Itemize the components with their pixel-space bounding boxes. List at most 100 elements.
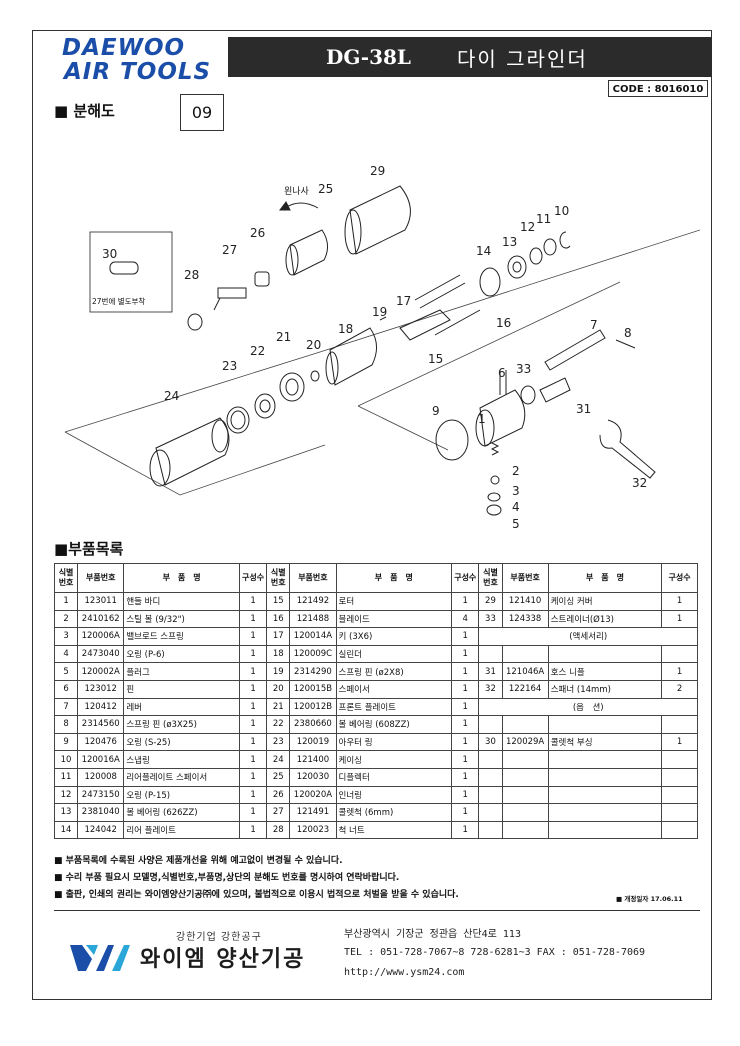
part-qty: 1 — [238, 750, 268, 769]
part-qty: 1 — [451, 662, 480, 681]
part-id: 3 — [53, 627, 79, 646]
column-header: 구성수 — [451, 563, 480, 593]
part-qty: 1 — [238, 644, 268, 664]
part-qty: 1 — [661, 662, 698, 681]
part-name: 밸브로드 스프링 — [123, 627, 240, 646]
part-callout: 17 — [396, 294, 412, 308]
part-id: 24 — [266, 750, 291, 769]
part-id: 16 — [266, 609, 291, 629]
part-id: 19 — [266, 662, 291, 681]
part-id: 30 — [478, 732, 503, 752]
part-qty: 1 — [451, 767, 480, 787]
part-name: 척 너트 — [335, 820, 453, 840]
part-name: 레버 — [123, 697, 240, 717]
part-name: 핀 — [123, 679, 240, 699]
part-callout: 33 — [516, 362, 532, 376]
part-callout: 23 — [222, 359, 238, 373]
part-name: 오링 (P-6) — [123, 644, 240, 664]
part-number — [501, 767, 549, 787]
product-code: CODE : 8016010 — [608, 80, 708, 97]
part-name: 리어플레이트 스페이서 — [123, 767, 240, 787]
part-id: 26 — [266, 785, 291, 805]
part-number: 2380660 — [289, 715, 337, 734]
part-callout: 16 — [496, 316, 512, 330]
part-qty: 1 — [451, 592, 480, 611]
part-id: 33 — [478, 609, 503, 629]
column-header: 구성수 — [238, 563, 268, 593]
part-id: 15 — [266, 592, 291, 611]
section-label: (옵 션) — [478, 697, 698, 717]
part-callout: 21 — [276, 330, 292, 344]
part-number: 121046A — [501, 662, 549, 681]
part-qty: 1 — [238, 679, 268, 699]
part-number: 120006A — [77, 627, 125, 646]
part-id: 29 — [478, 592, 503, 611]
note-2: ■ 수리 부품 필요시 모델명,식별번호,부품명,상단의 분해도 번호를 명시하… — [54, 873, 400, 883]
part-number: 2473150 — [77, 785, 125, 805]
parts-list-title: ■부품목록 — [54, 540, 124, 558]
part-qty — [661, 644, 698, 664]
rotation-label: 왼나사 — [284, 187, 309, 197]
notes: ■ 부품목록에 수록된 사양은 제품개선을 위해 예고없이 변경될 수 있습니다… — [54, 853, 459, 904]
part-callout: 2 — [512, 464, 520, 478]
part-id: 12 — [53, 785, 79, 805]
part-number: 120476 — [77, 732, 125, 752]
part-number: 2314560 — [77, 715, 125, 734]
part-qty — [661, 803, 698, 822]
part-callout: 20 — [306, 338, 322, 352]
part-number: 120012B — [289, 697, 337, 717]
part-callout: 28 — [184, 268, 200, 282]
part-number: 121492 — [289, 592, 337, 611]
part-qty — [661, 715, 698, 734]
column-header: 부 품 명 — [547, 563, 663, 593]
part-name: 스틸 볼 (9/32") — [123, 609, 240, 629]
company-website[interactable]: http://www.ysm24.com — [344, 967, 465, 978]
part-id: 9 — [53, 732, 79, 752]
part-number: 120015B — [289, 679, 337, 699]
part-name: 실린더 — [335, 644, 453, 664]
part-qty: 1 — [451, 697, 480, 717]
part-name: 스페이서 — [335, 679, 453, 699]
title-bar: DG-38L 다이 그라인더 — [228, 37, 712, 77]
product-name: 다이 그라인더 — [457, 46, 588, 71]
part-name: 플러그 — [123, 662, 240, 681]
part-name: 스냅링 — [123, 750, 240, 769]
part-qty: 1 — [451, 750, 480, 769]
part-callout: 3 — [512, 484, 520, 498]
part-qty: 1 — [238, 820, 268, 840]
part-callout: 11 — [536, 212, 552, 226]
part-name: 호스 니플 — [547, 662, 663, 681]
part-name: 로터 — [335, 592, 453, 611]
part-name: 리어 플레이트 — [123, 820, 240, 840]
daewoo-airtools-logo: DAEWOO AIR TOOLS — [62, 36, 212, 84]
part-callout: 7 — [590, 318, 598, 332]
page-frame — [32, 30, 712, 1000]
part-id: 2 — [53, 609, 79, 629]
part-qty: 1 — [238, 592, 268, 611]
part-number — [501, 644, 549, 664]
column-header: 부 품 명 — [123, 563, 240, 593]
part-qty: 1 — [451, 732, 480, 752]
part-qty: 1 — [238, 715, 268, 734]
part-callout: 6 — [498, 366, 506, 380]
part-name: 볼 베어링 (626ZZ) — [123, 803, 240, 822]
part-id: 22 — [266, 715, 291, 734]
part-number: 123012 — [77, 679, 125, 699]
part-id: 8 — [53, 715, 79, 734]
part-qty: 1 — [238, 785, 268, 805]
part-number: 121488 — [289, 609, 337, 629]
column-header: 부 품 명 — [335, 563, 453, 593]
part-id: 27 — [266, 803, 291, 822]
part-qty: 1 — [451, 715, 480, 734]
part-number: 120412 — [77, 697, 125, 717]
part-name: 아우터 링 — [335, 732, 453, 752]
part-number: 2473040 — [77, 644, 125, 664]
part-id: 20 — [266, 679, 291, 699]
part-qty — [661, 785, 698, 805]
